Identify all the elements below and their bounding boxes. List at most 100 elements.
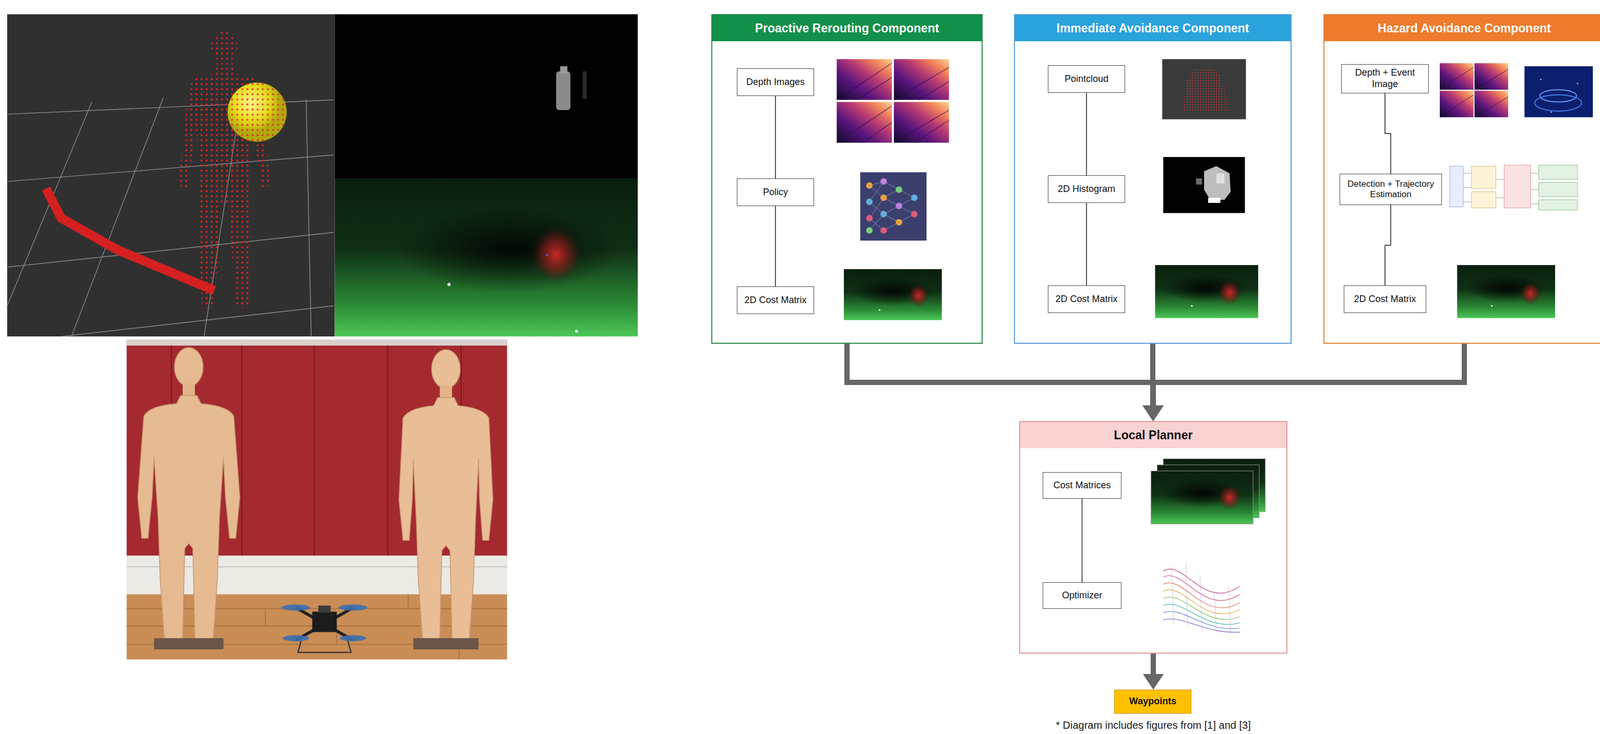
cost-map-view — [398, 207, 623, 293]
box-label: 2D Histogram — [1057, 183, 1116, 196]
policy-thumbnail — [866, 215, 874, 222]
box-label: Depth Images — [746, 76, 805, 89]
depth-thumbnail — [857, 77, 892, 101]
cost-thumbnail — [1190, 305, 1193, 307]
depth-thumbnail — [1439, 67, 1474, 90]
cost-map-view — [575, 329, 579, 333]
policy-thumbnail — [895, 186, 903, 194]
depth-thumbnail — [918, 81, 950, 100]
policy-thumbnail — [880, 210, 888, 218]
histogram-view — [334, 14, 638, 179]
lab-photo — [399, 397, 494, 641]
lab-photo — [407, 594, 409, 609]
policy-thumbnail — [880, 194, 888, 202]
histogram-view — [334, 14, 638, 179]
process-box: Depth + Event Image — [1341, 64, 1429, 94]
lab-photo — [338, 604, 368, 612]
panel-header: Local Planner — [1020, 422, 1287, 449]
pointcloud-view — [306, 99, 312, 337]
histogram-thumbnail — [1216, 173, 1225, 184]
box-label: 2D Cost Matrix — [1055, 293, 1118, 306]
depth-thumbnail — [1474, 69, 1509, 90]
depth-thumbnail — [836, 58, 949, 143]
box-label: Pointcloud — [1064, 73, 1109, 86]
histogram-thumbnail — [1203, 166, 1231, 200]
process-box: Optimizer — [1042, 582, 1122, 610]
lab-photo — [387, 345, 389, 556]
histogram-thumbnail — [1196, 178, 1203, 185]
pipeline-thumbnail — [1447, 161, 1582, 215]
depth-thumbnail — [893, 67, 950, 101]
pipeline-thumbnail — [1471, 191, 1497, 208]
cost-map-view — [447, 282, 451, 286]
cost-thumbnail — [1457, 265, 1556, 319]
step-connector — [1085, 203, 1088, 286]
event-thumbnail — [1524, 66, 1593, 118]
event-thumbnail — [1550, 111, 1552, 114]
output-label: Waypoints — [1129, 696, 1177, 708]
depth-thumbnail — [893, 101, 950, 143]
process-box: 2D Histogram — [1047, 175, 1126, 204]
pipeline-thumbnail — [1538, 182, 1578, 197]
depth-thumbnail — [893, 58, 950, 100]
depth-thumbnail — [1439, 94, 1474, 118]
histogram-view — [582, 71, 588, 100]
flow-arrow — [1153, 343, 1465, 406]
step-connector — [1081, 498, 1083, 583]
pointcloud-thumbnail — [1162, 58, 1246, 119]
pointcloud-view — [71, 98, 164, 337]
policy-thumbnail — [895, 202, 903, 210]
lab-photo — [174, 347, 204, 387]
policy-thumbnail — [911, 194, 918, 202]
component-panel: Local PlannerCost MatricesOptimizer — [1019, 421, 1288, 654]
depth-thumbnail — [1474, 97, 1509, 118]
policy-thumbnail — [880, 227, 888, 234]
box-label: 2D Cost Matrix — [1353, 293, 1416, 306]
lab-photo — [281, 604, 311, 612]
optimizer-surface — [1163, 582, 1240, 608]
optimizer-surface — [1171, 563, 1231, 634]
label-wrap: Depth + Event Image — [1341, 67, 1429, 90]
pointcloud-view — [211, 31, 238, 63]
process-box: 2D Cost Matrix — [1343, 285, 1427, 314]
cost-thumbnail — [843, 269, 942, 321]
label-wrap: Pointcloud — [1062, 73, 1111, 86]
process-box: Cost Matrices — [1042, 472, 1122, 499]
histogram-view — [556, 71, 571, 111]
cost-thumbnail — [878, 309, 881, 312]
lab-photo — [399, 349, 494, 650]
policy-thumbnail — [869, 181, 915, 231]
box-label: Policy — [762, 186, 788, 199]
depth-thumbnail — [1439, 90, 1474, 118]
lab-photo — [153, 638, 224, 650]
step-connector — [1384, 205, 1391, 286]
panel-title: Local Planner — [1114, 428, 1193, 443]
optimizer-surface — [1163, 569, 1240, 594]
pointcloud-view — [227, 82, 287, 142]
lab-photo — [265, 609, 267, 627]
depth-thumbnail — [1474, 63, 1509, 90]
cost-thumbnail — [1520, 282, 1541, 305]
label-wrap: 2D Histogram — [1055, 183, 1118, 196]
cost-thumbnail — [1457, 265, 1556, 319]
label-wrap: Policy — [760, 186, 791, 199]
component-panel: Hazard Avoidance ComponentDepth + Event … — [1323, 14, 1600, 344]
pointcloud-view — [7, 14, 336, 337]
policy-thumbnail — [880, 178, 888, 186]
pipeline-thumbnail — [1503, 165, 1531, 209]
histogram-thumbnail — [1163, 157, 1245, 213]
cost-thumbnail — [843, 269, 942, 321]
depth-thumbnail — [863, 122, 892, 143]
depth-thumbnail — [893, 110, 950, 143]
process-box: Policy — [736, 178, 815, 207]
depth-thumbnail — [1439, 63, 1474, 90]
histogram-thumbnail — [1163, 157, 1245, 213]
step-connector — [774, 206, 776, 287]
label-wrap: Cost Matrices — [1051, 480, 1113, 492]
depth-thumbnail — [914, 120, 949, 143]
pointcloud-view — [45, 188, 215, 291]
pointcloud-view — [61, 305, 334, 337]
lab-photo — [431, 349, 461, 389]
pointcloud-view — [227, 82, 287, 142]
policy-thumbnail — [895, 219, 903, 226]
